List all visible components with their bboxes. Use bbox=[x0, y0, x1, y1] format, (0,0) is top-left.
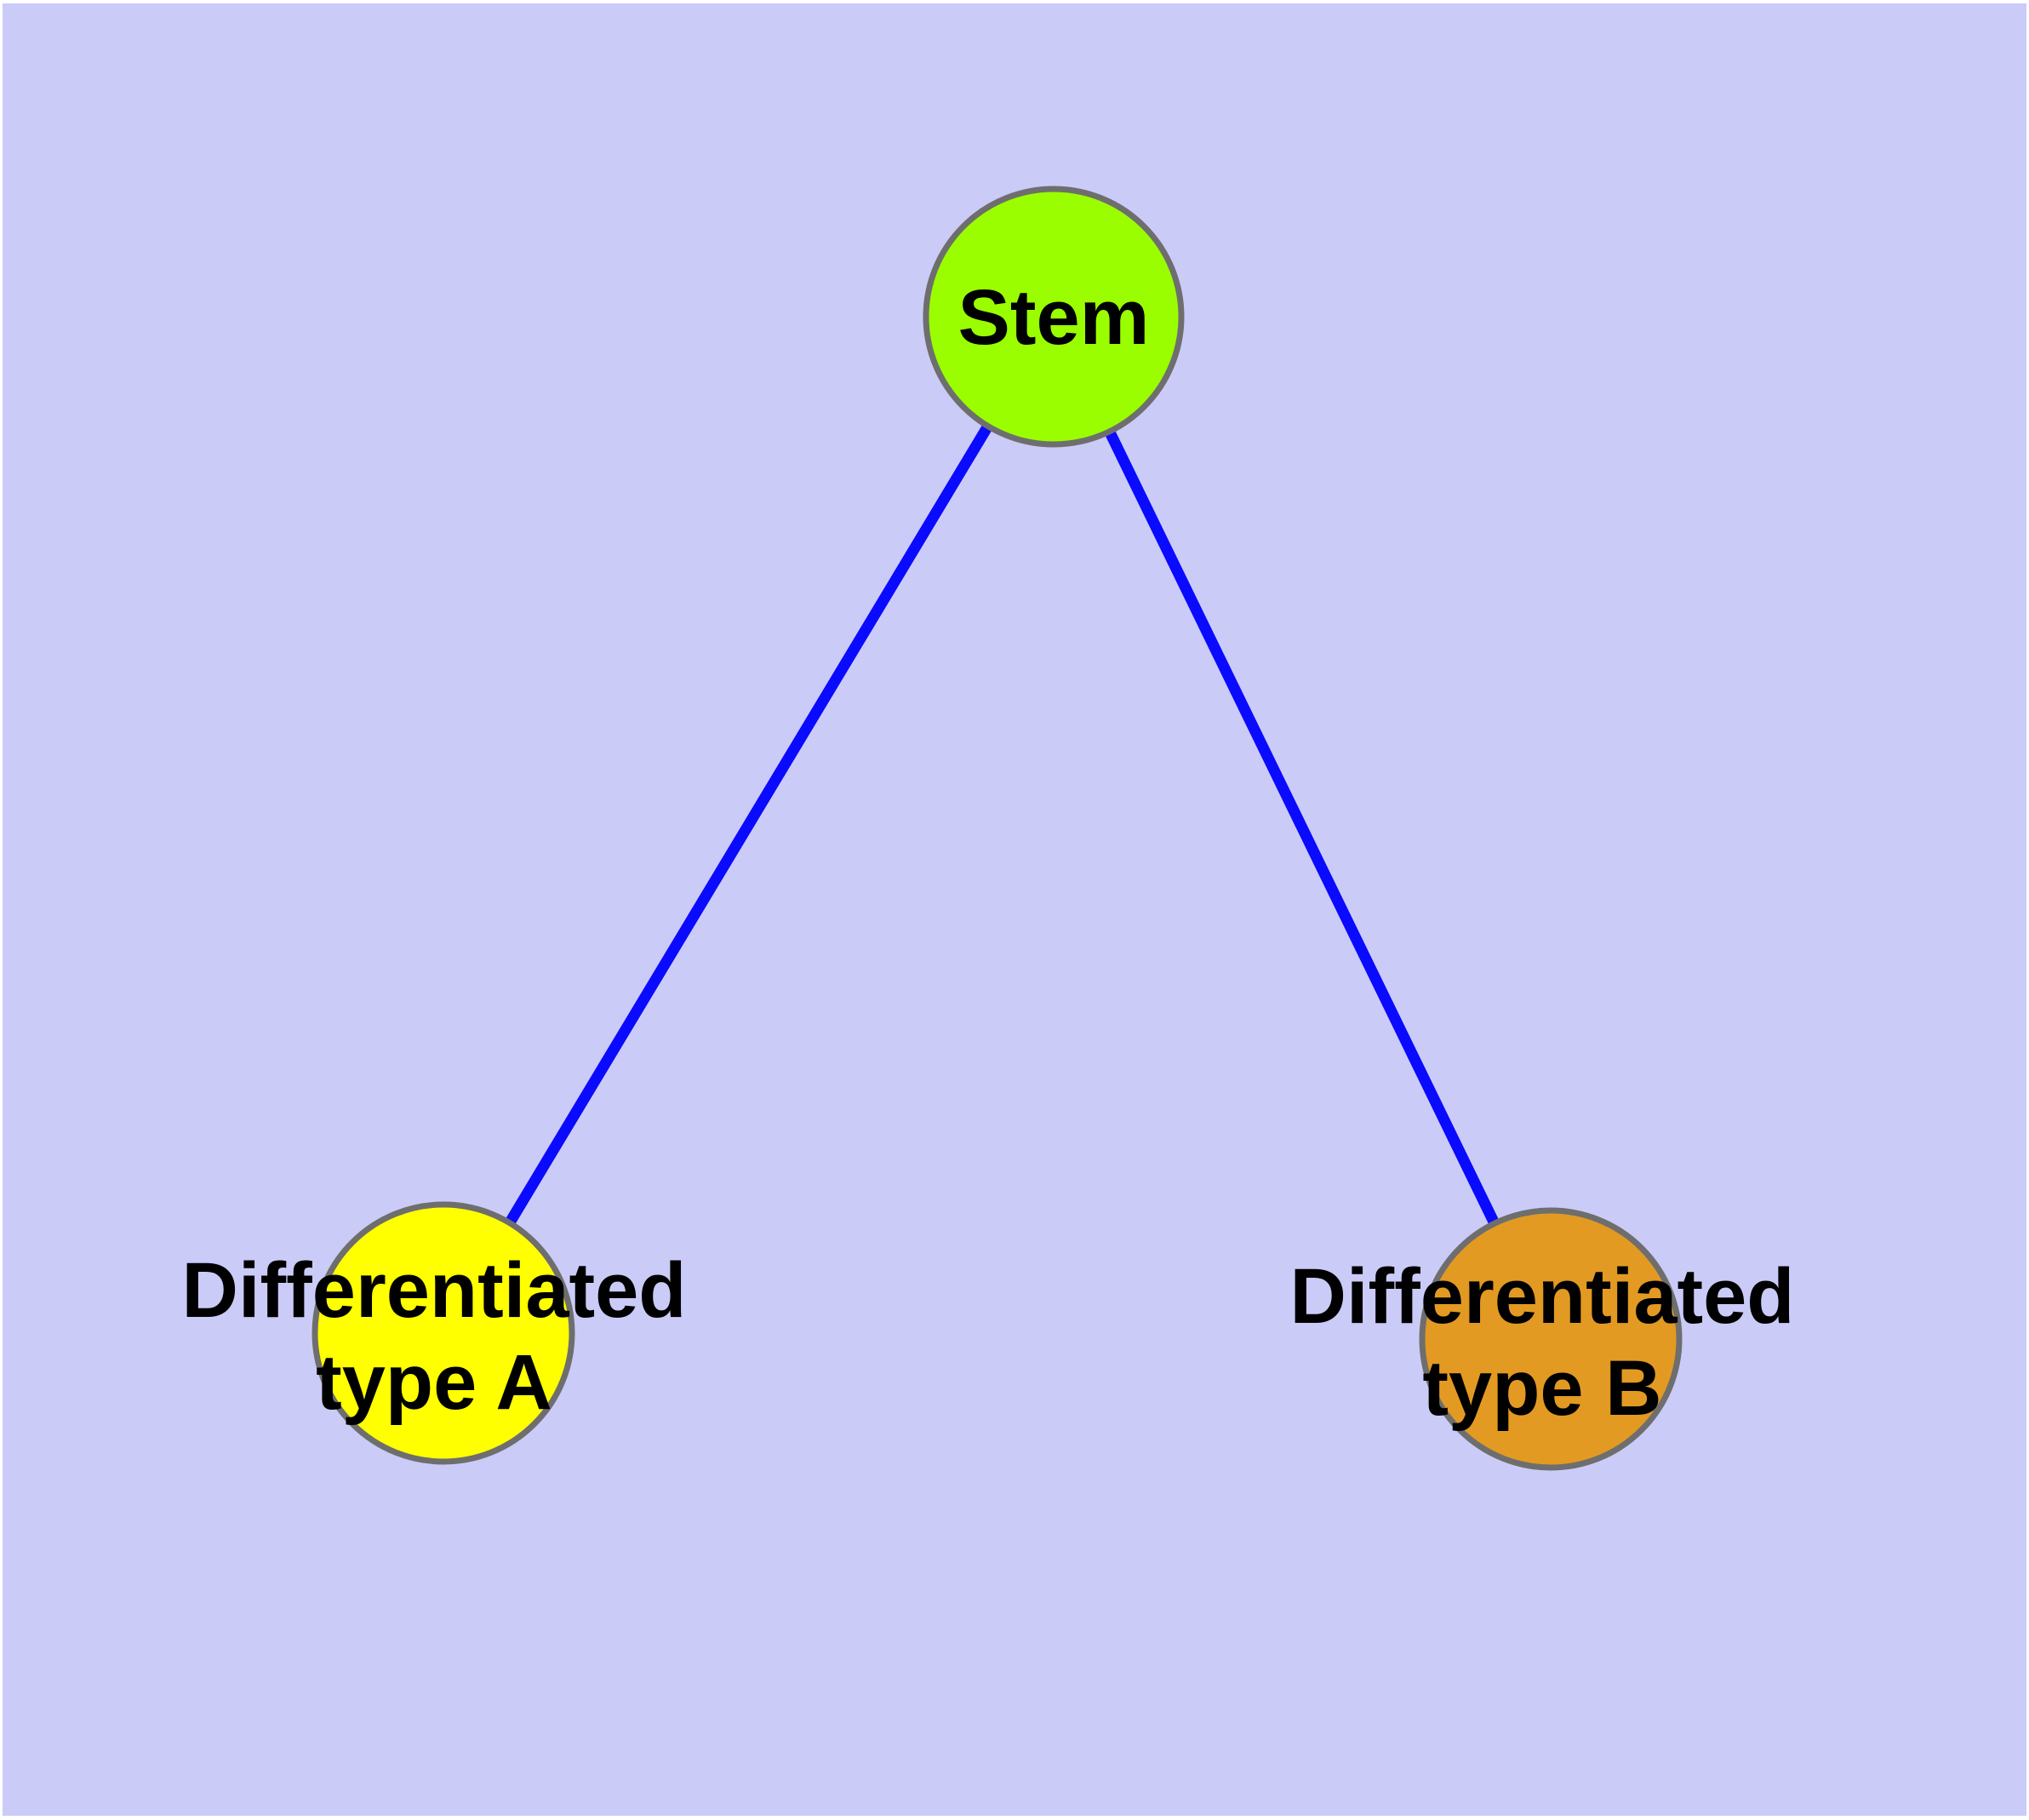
node-differentiated-type-a: Differentiated type A bbox=[182, 1201, 687, 1465]
differentiated-type-b-label-line1: Differentiated bbox=[1290, 1253, 1795, 1340]
differentiated-type-b-label-line2: type B bbox=[1422, 1345, 1661, 1432]
edge-stem-to-type-b bbox=[1049, 314, 1556, 1342]
node-stem: Stem bbox=[923, 186, 1185, 448]
differentiated-type-a-label-line1: Differentiated bbox=[182, 1247, 687, 1334]
differentiated-type-a-label-line2: type A bbox=[316, 1339, 552, 1426]
stem-node-circle bbox=[923, 186, 1185, 448]
differentiated-type-a-node-circle bbox=[311, 1201, 575, 1465]
differentiated-type-b-node-circle bbox=[1419, 1207, 1683, 1471]
edge-stem-to-type-a bbox=[438, 313, 1059, 1336]
stem-node-label: Stem bbox=[958, 274, 1150, 361]
node-differentiated-type-b: Differentiated type B bbox=[1290, 1207, 1795, 1471]
